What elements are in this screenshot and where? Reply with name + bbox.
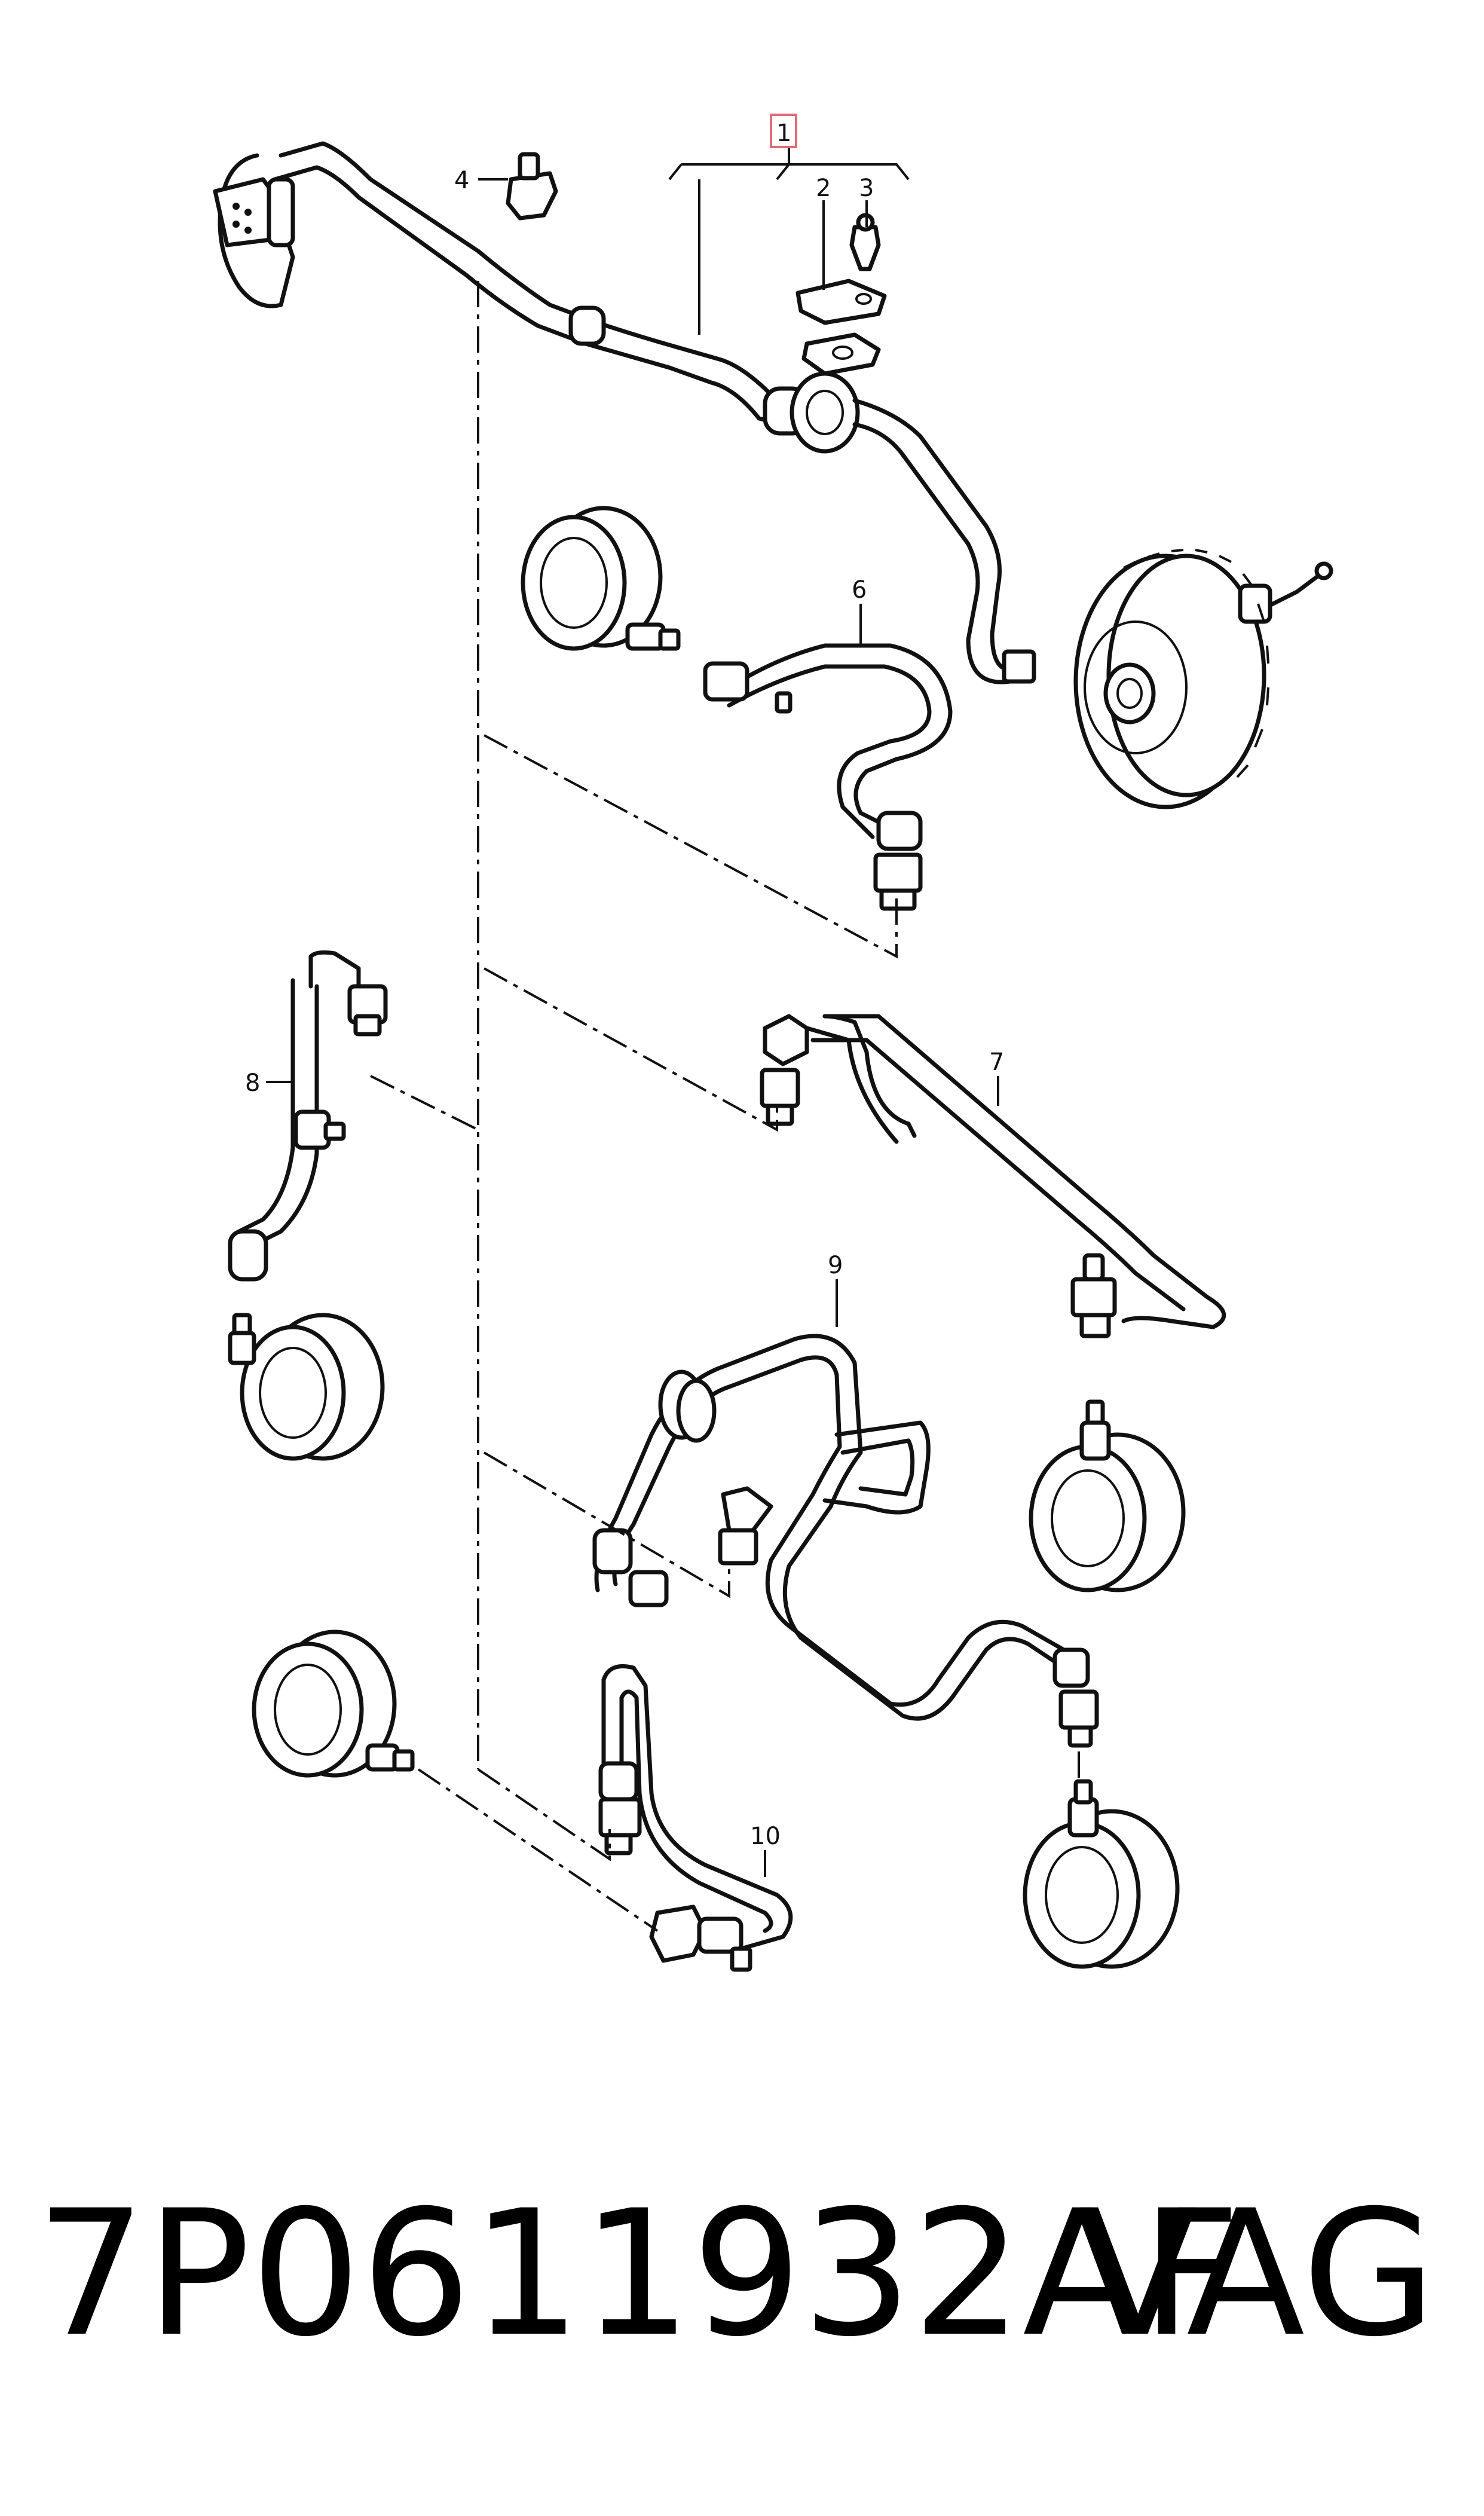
hose-part-8 — [228, 950, 388, 1282]
callout-label-3: 3 — [859, 175, 874, 202]
callout-label-7: 7 — [989, 1048, 1004, 1076]
brand-text: VAG — [1079, 2173, 1436, 2375]
brake-line-diagram: 1 2 3 4 6 7 8 9 10 — [213, 114, 1333, 1972]
cylinder-right-upper — [1029, 1399, 1186, 1592]
callout-1-highlight-box — [770, 114, 797, 148]
brake-booster — [1073, 549, 1333, 809]
reference-line-6 — [484, 734, 898, 959]
part-number-text: 7P0611932AF — [36, 2173, 1241, 2375]
hose-part-6 — [703, 643, 953, 911]
callout-label-10: 10 — [750, 1823, 781, 1850]
callout-label-1: 1 — [776, 120, 791, 147]
cylinder-upper — [521, 506, 681, 651]
hose-part-10 — [598, 1664, 793, 1972]
leader-1 — [668, 146, 910, 335]
fastener-part-3 — [849, 213, 881, 271]
reference-line-8 — [370, 1075, 479, 1131]
callout-label-8: 8 — [245, 1069, 260, 1097]
callout-label-9: 9 — [828, 1252, 843, 1279]
upper-hose-left-end — [213, 153, 295, 308]
callout-label-4: 4 — [454, 167, 469, 194]
callout-label-2: 2 — [816, 175, 831, 202]
callout-label-6: 6 — [852, 576, 867, 604]
hose-part-9 — [592, 1334, 1099, 1748]
clip-part-4 — [506, 152, 558, 221]
reference-line-10b — [417, 1768, 659, 1932]
hose-part-7 — [760, 1014, 1226, 1338]
hose-assembly-1 — [273, 141, 1036, 684]
cylinder-left — [228, 1313, 385, 1461]
cylinder-right-lower — [1023, 1779, 1180, 1969]
reference-line-9 — [483, 1451, 730, 1598]
bracket-part-2 — [795, 279, 887, 376]
cylinder-lower-left — [252, 1630, 415, 1778]
reference-line-7 — [484, 967, 778, 1132]
reference-line-10a — [477, 1768, 611, 1861]
